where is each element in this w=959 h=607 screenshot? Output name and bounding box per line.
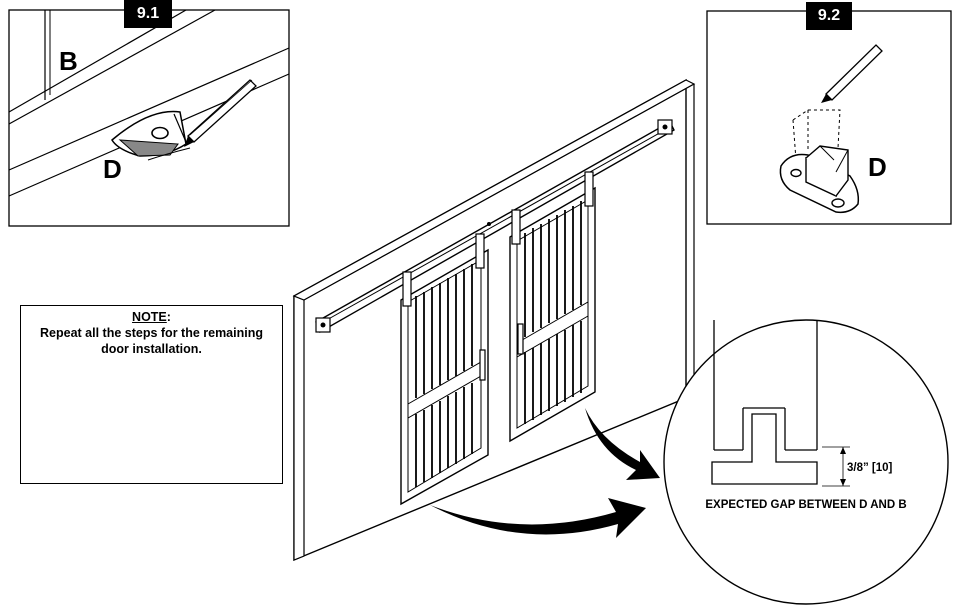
callout-arrow [585, 408, 660, 480]
note-title: NOTE: [21, 310, 282, 324]
floor-guide-d [779, 145, 860, 214]
note-title-suffix: : [166, 310, 171, 324]
step-number-badge: 9.2 [806, 2, 852, 30]
floor-guide-d [111, 110, 187, 157]
gap-detail-callout: 3/8” [10] EXPECTED GAP BETWEEN D AND B [663, 319, 949, 605]
left-barn-door [400, 233, 489, 506]
label-d: D [103, 154, 122, 184]
step-9-2-panel [706, 10, 952, 225]
gap-caption: EXPECTED GAP BETWEEN D AND B [705, 499, 906, 511]
right-barn-door [509, 171, 596, 443]
gap-measurement: 3/8” [10] [847, 462, 893, 474]
label-b: B [59, 46, 78, 76]
note-body: Repeat all the steps for the remaining d… [40, 326, 263, 356]
note-title-text: NOTE [132, 310, 167, 324]
callout-arrow [430, 498, 646, 538]
step-number-badge: 9.1 [124, 0, 172, 28]
step-9-1-panel [8, 9, 290, 227]
wall-with-doors [292, 78, 696, 562]
label-d: D [868, 152, 887, 182]
pencil-icon [184, 79, 257, 147]
pencil-icon [821, 44, 883, 103]
note-box: NOTE: Repeat all the steps for the remai… [20, 305, 283, 484]
